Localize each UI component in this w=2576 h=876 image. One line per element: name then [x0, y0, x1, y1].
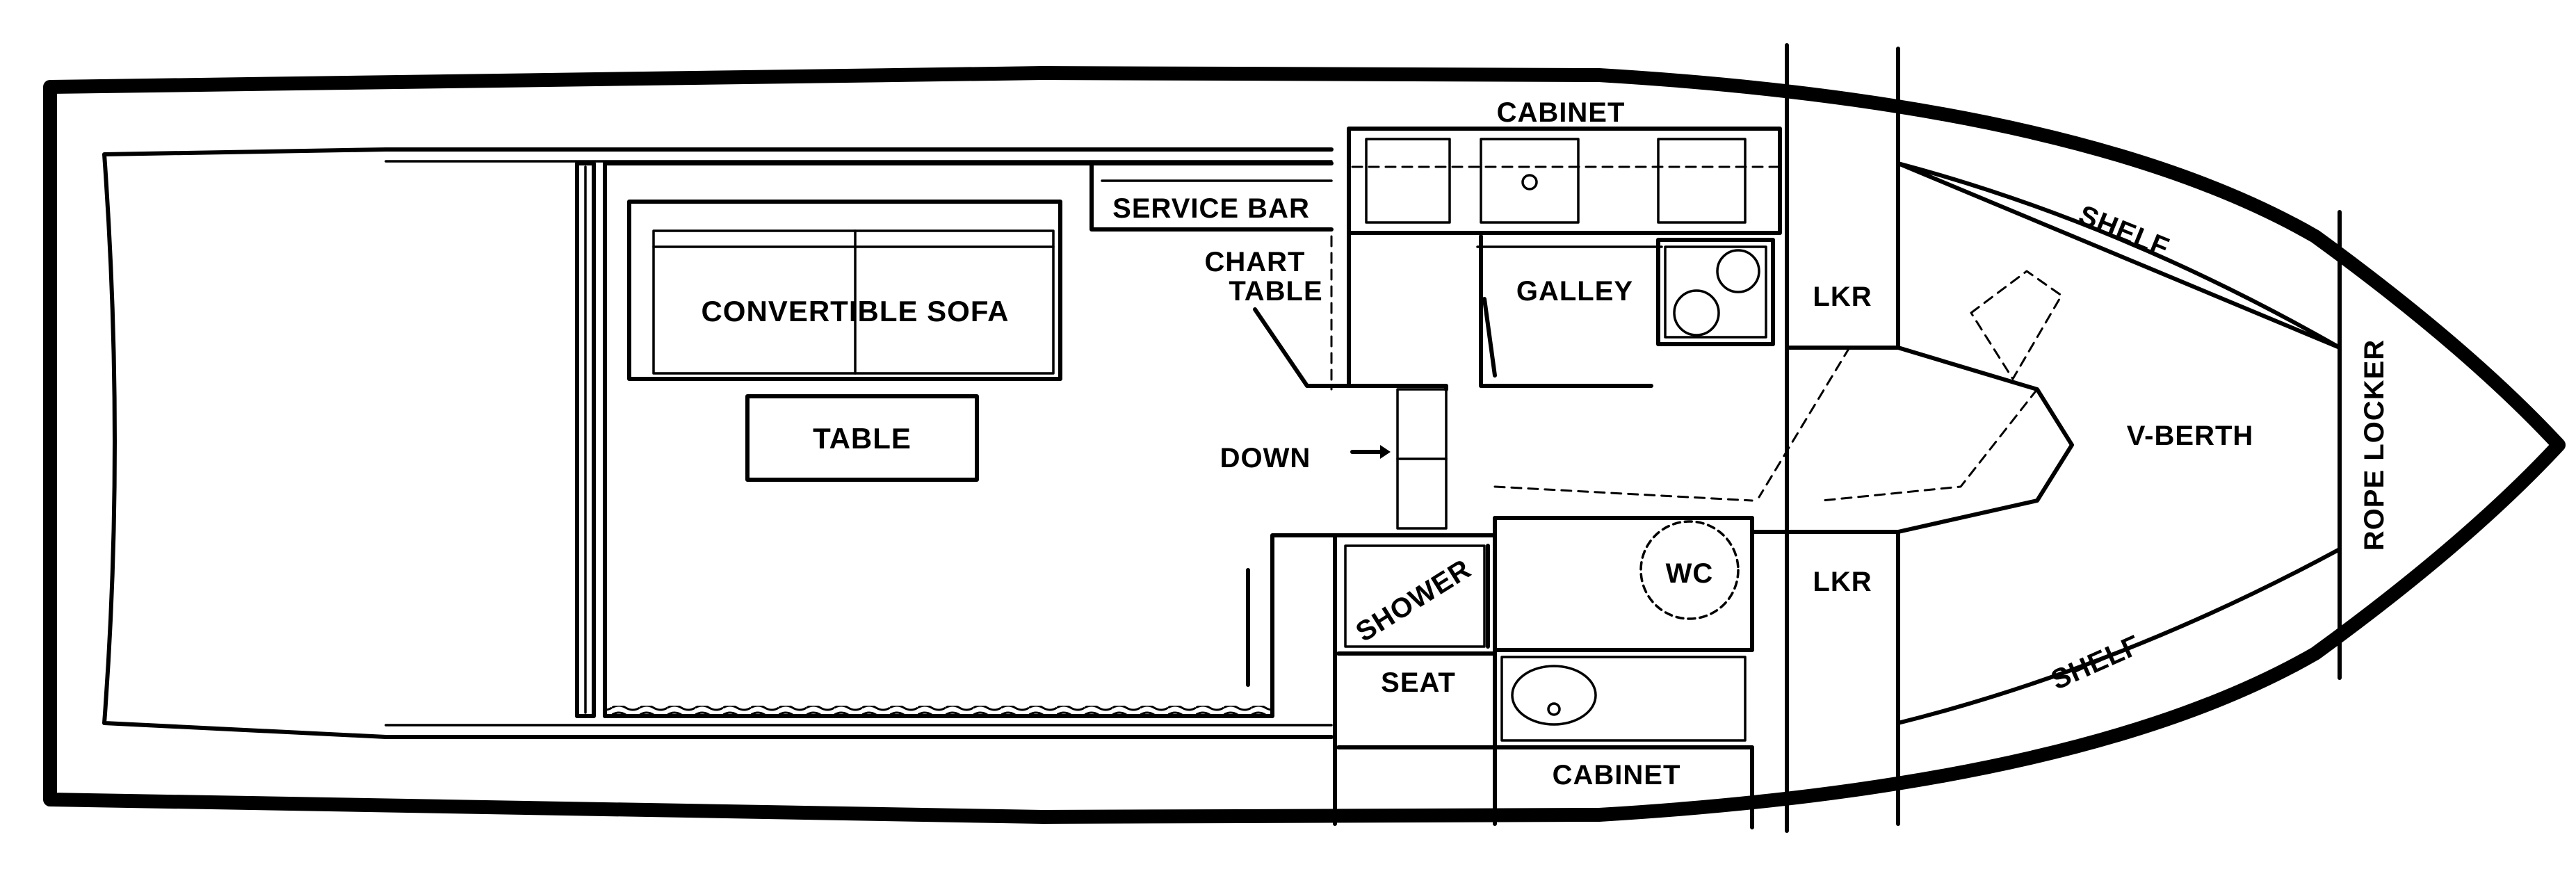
chart-table-label-2: TABLE: [1229, 276, 1322, 307]
galley-outline: [1347, 127, 1653, 391]
head-basin-drain: [1547, 702, 1561, 716]
lkr-top-label: LKR: [1813, 282, 1872, 312]
shelf-bottom-label: SHELF: [2047, 629, 2146, 696]
galley-stove: [1656, 238, 1775, 346]
lkr-bottom-label: LKR: [1813, 567, 1872, 597]
cabinet-top-label: CABINET: [1497, 97, 1626, 128]
wc-label: WC: [1666, 558, 1714, 589]
wc-toilet: [1639, 520, 1740, 620]
rope-locker-label: ROPE LOCKER: [2359, 339, 2390, 551]
galley-counter-top: [1347, 127, 1782, 235]
table-label: TABLE: [813, 422, 912, 455]
salon-door: [575, 161, 596, 718]
hull-outline: [43, 66, 2566, 824]
stove-frame: [1664, 245, 1767, 339]
cockpit-outline: [102, 147, 388, 739]
convertible-sofa-label: CONVERTIBLE SOFA: [701, 295, 1009, 327]
v-berth-label: V-BERTH: [2127, 421, 2254, 451]
salon-floor-wood: [605, 706, 1272, 718]
shower-stall: [1344, 544, 1486, 648]
head-dashed-door: [1493, 485, 1753, 502]
galley-door-swing: [1482, 297, 1497, 378]
forward-hatch: [1970, 270, 2063, 380]
seat-label: SEAT: [1381, 667, 1456, 698]
galley-cutting-board-left: [1365, 138, 1451, 224]
galley-sink: [1480, 138, 1580, 224]
head-outline: [1333, 516, 1754, 826]
v-berth-outline: [1896, 161, 2342, 725]
salon-table: [745, 394, 979, 482]
shelf-top-label: SHELF: [2075, 200, 2174, 263]
v-berth-shelf-top: [1896, 161, 2342, 350]
convertible-sofa: [627, 200, 1062, 381]
galley-sink-drain: [1521, 174, 1538, 190]
shower-label: SHOWER: [1351, 553, 1477, 648]
down-arrow-head: [1380, 445, 1391, 459]
down-label: DOWN: [1220, 443, 1311, 473]
v-berth-dashed-filler: [1758, 346, 2039, 502]
service-bar: [1089, 163, 1334, 232]
chart-table: [1253, 307, 1351, 388]
head-basin-counter: [1500, 656, 1747, 742]
cabinet-bottom-label: CABINET: [1553, 760, 1681, 790]
stove-burner-1: [1716, 249, 1760, 293]
service-bar-label: SERVICE BAR: [1112, 193, 1310, 224]
galley-cutting-board-right: [1657, 138, 1747, 224]
galley-label: GALLEY: [1516, 276, 1633, 307]
stove-burner-2: [1673, 289, 1720, 336]
sofa-back: [652, 229, 1055, 375]
head-basin: [1511, 665, 1597, 726]
chart-table-label-1: CHART: [1205, 247, 1306, 277]
